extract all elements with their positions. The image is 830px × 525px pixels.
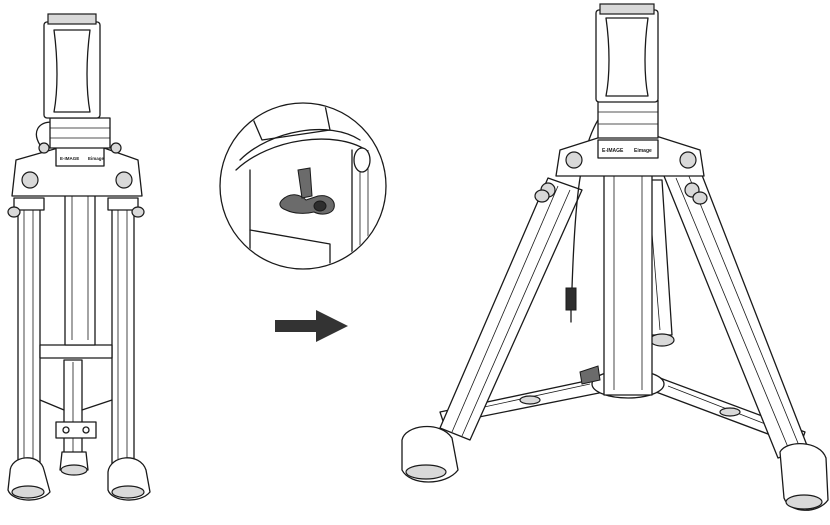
folded-feet [7, 451, 151, 501]
deployed-leg-left [439, 177, 583, 441]
folded-spreader [39, 344, 113, 439]
folded-brand-mark: Eimage [88, 156, 105, 161]
deployed-tripod: E-IMAGE Eimage [401, 3, 829, 511]
deployed-center-column [579, 154, 653, 396]
knob-detail-inset [219, 102, 387, 270]
folded-brand-label: E-IMAGE [60, 156, 79, 161]
lock-knob-icon [279, 167, 335, 215]
right-arrow-icon [275, 310, 348, 342]
folded-leg-left [13, 197, 45, 471]
folded-tripod: E-IMAGE Eimage [7, 13, 151, 501]
deployed-bowl [597, 99, 659, 139]
folded-leg-center [63, 359, 83, 456]
folded-head-handle [43, 13, 101, 119]
deployed-cable [565, 119, 599, 323]
deployed-head-handle [595, 3, 659, 103]
folded-bowl [35, 117, 111, 149]
deployed-feet [401, 425, 829, 511]
deployed-brand-mark: Eimage [634, 148, 652, 154]
deployed-brand-label: E-IMAGE [602, 148, 624, 154]
deployed-leg-hub: E-IMAGE Eimage [534, 135, 708, 205]
folded-leg-right [107, 197, 139, 471]
folded-leg-hub: E-IMAGE Eimage [7, 142, 145, 218]
